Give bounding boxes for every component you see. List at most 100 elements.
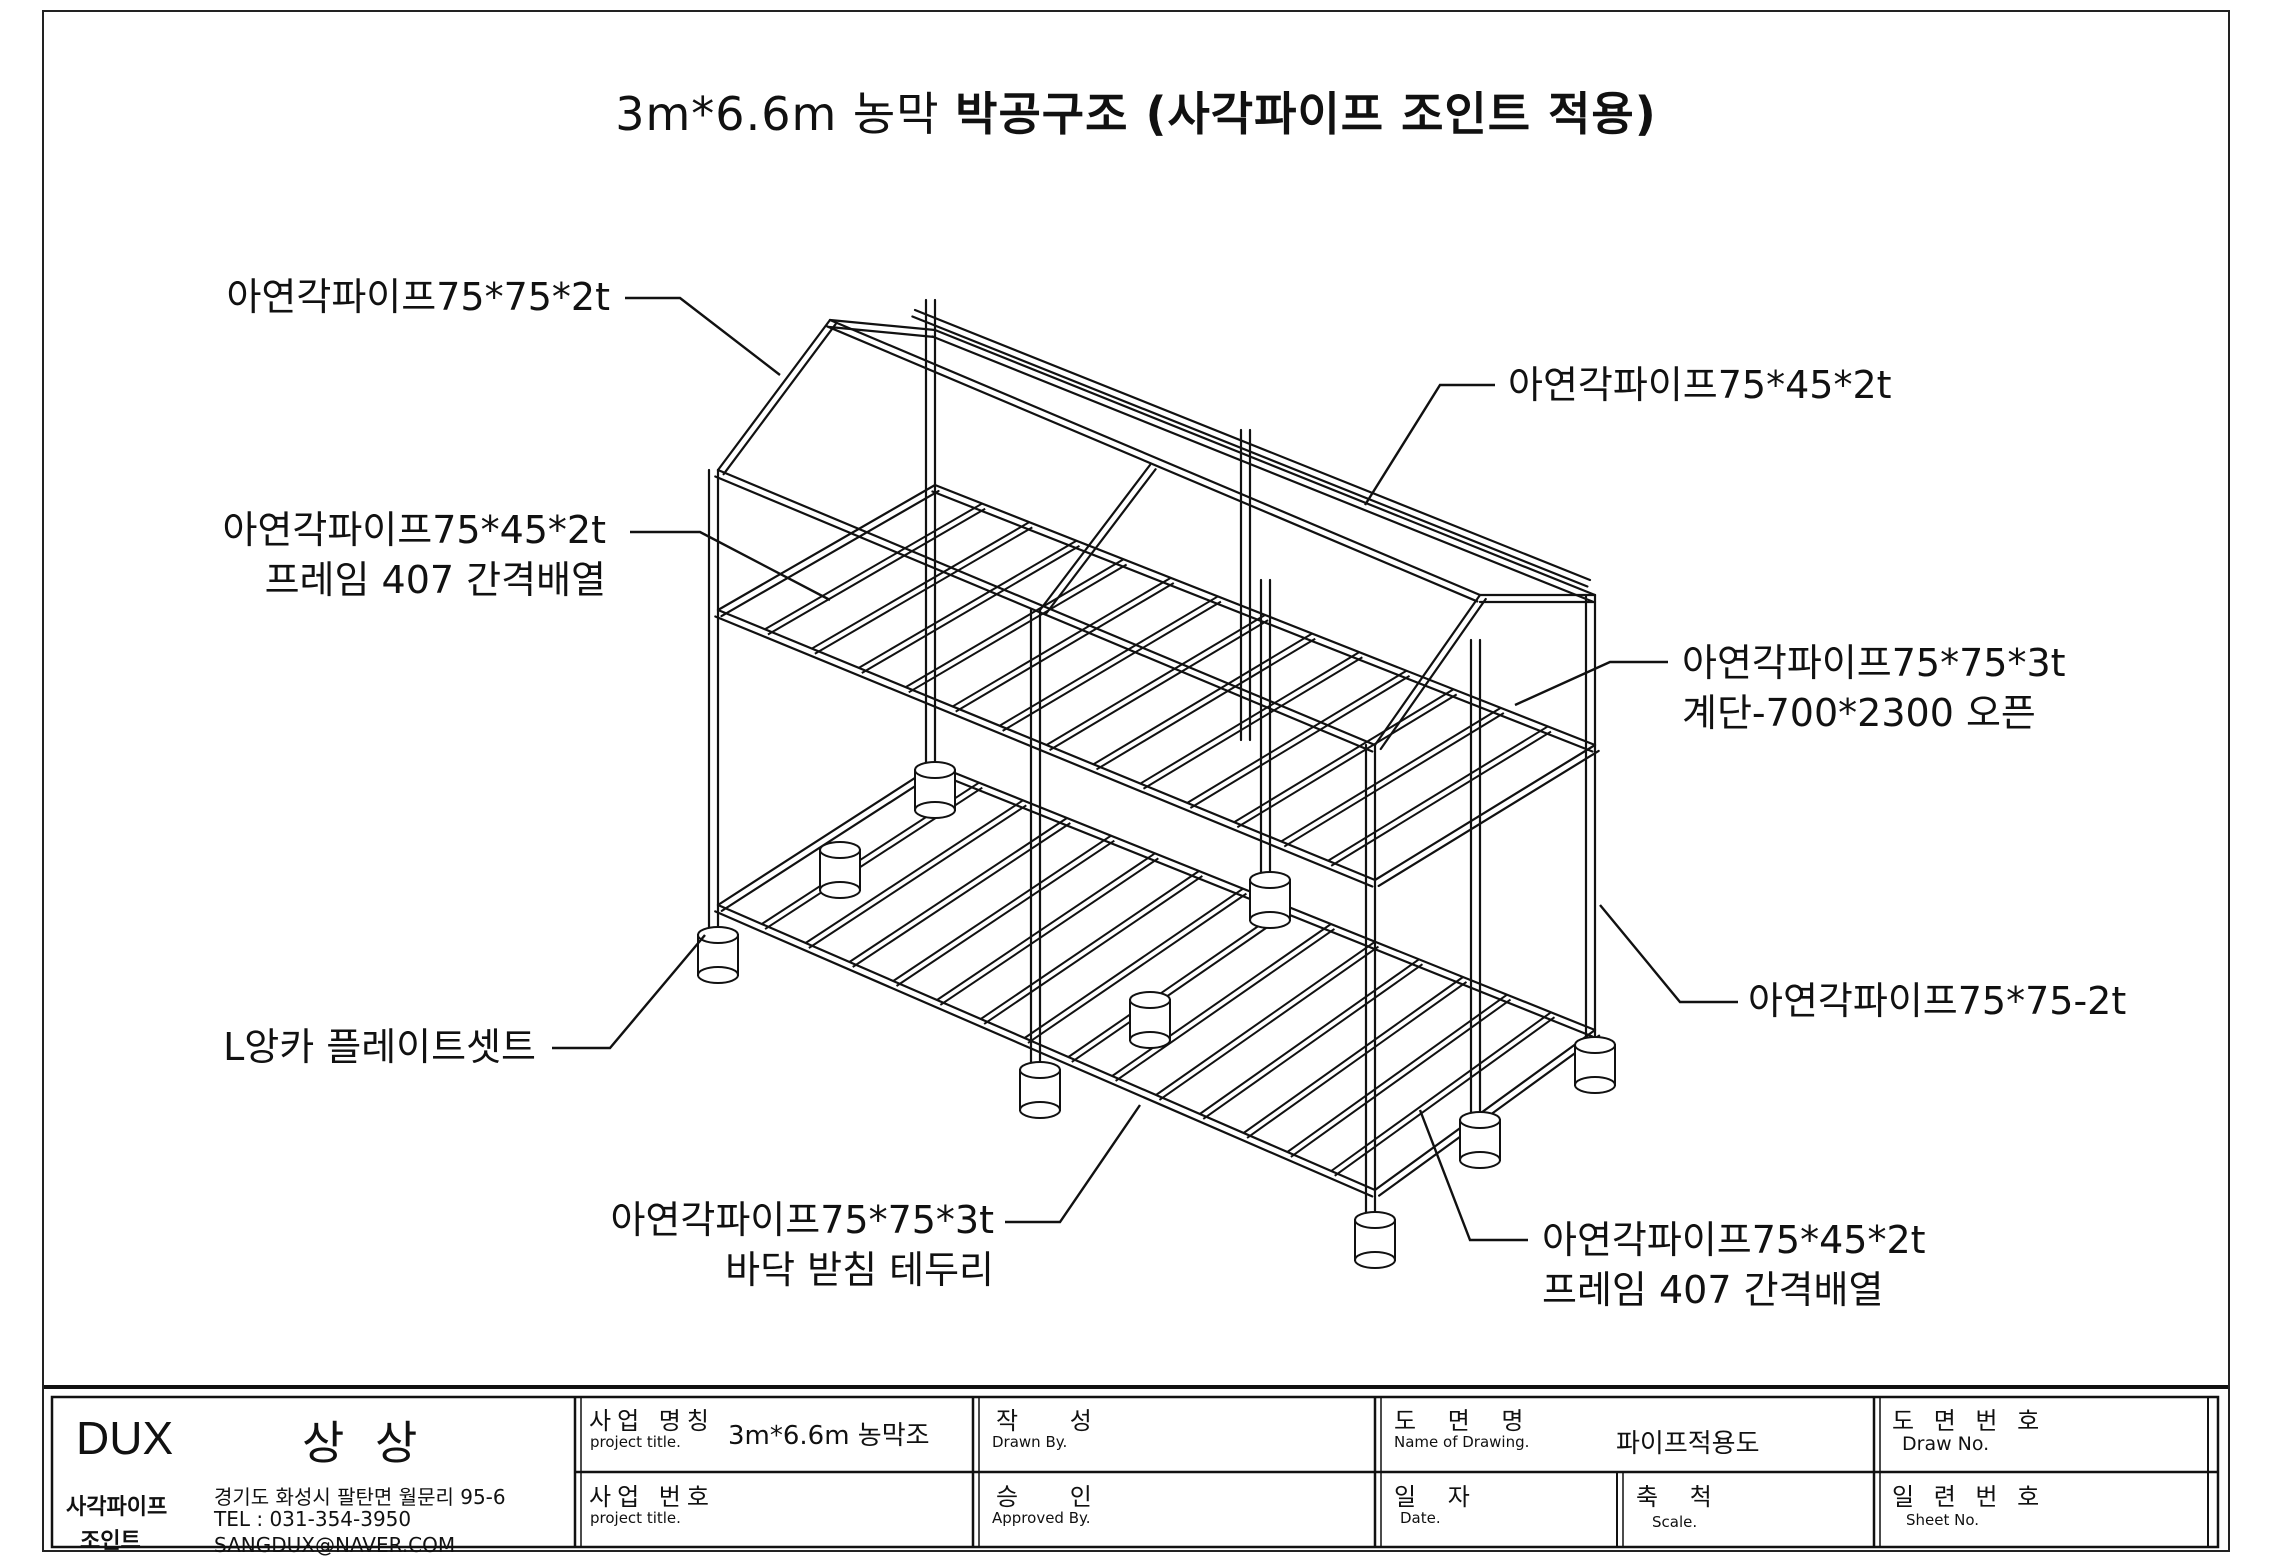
floor-joist <box>1155 940 1376 1096</box>
company-name: 상 상 <box>302 1416 426 1470</box>
loft-joist <box>1049 619 1269 752</box>
title-main: 박공구조 (사각파이프 조인트 적용) <box>955 87 1657 141</box>
ridge-back <box>913 308 1592 582</box>
floor-joist <box>1027 892 1247 1044</box>
date-label: 일 자 <box>1394 1483 1482 1511</box>
floor-joist <box>1286 993 1508 1153</box>
loft-joist <box>1095 637 1316 771</box>
date-en: Date. <box>1400 1509 1441 1527</box>
title-size-prefix: 3m*6.6m 농막 <box>615 87 940 141</box>
floor-left-beam <box>720 769 940 912</box>
title-block: DUX 상 상 사각파이프 조인트 경기도 화성시 팔탄면 월문리 95-6 T… <box>44 1385 2228 1557</box>
loft-joist <box>1142 656 1363 790</box>
floor-front-beam <box>716 903 1377 1192</box>
floor-joist <box>1024 887 1244 1039</box>
loft-joist <box>999 595 1219 727</box>
gable-left-a <box>716 318 832 472</box>
loft-joist <box>811 521 1030 650</box>
gable-left-a <box>722 323 837 476</box>
loft-left-beam <box>720 489 940 618</box>
callout-bottom-right: 아연각파이프75*45*2t 프레임 407 간격배열 <box>1542 1218 1926 1312</box>
drawn-en: Drawn By. <box>992 1433 1068 1451</box>
leader-anchor <box>552 934 706 1050</box>
floor-joists <box>761 502 1556 1177</box>
anchor-pad-bottom <box>1459 1151 1501 1169</box>
anchor-pad-top <box>1354 1211 1396 1229</box>
sheet-no-label: 일 련 번 호 <box>1892 1483 2046 1511</box>
floor-joist <box>1111 923 1332 1077</box>
company-sub1: 사각파이프 <box>66 1495 168 1520</box>
loft-joist <box>858 539 1077 669</box>
floor-joist <box>1158 945 1380 1101</box>
anchor-pad-bottom <box>1019 1101 1061 1119</box>
company-brand: DUX <box>76 1412 174 1464</box>
anchor-pad-bottom <box>819 881 861 899</box>
company-sub2: 조인트 <box>80 1529 141 1554</box>
loft-joist <box>764 502 983 631</box>
anchor-pad-bottom <box>697 966 739 984</box>
leader-top-left <box>625 296 781 376</box>
anchor-pads <box>697 761 1616 1269</box>
drawing-name-label: 도 면 명 <box>1394 1407 1536 1435</box>
floor-joist <box>808 804 1027 949</box>
floor-joist <box>1243 976 1464 1134</box>
loft-joist <box>1233 688 1455 823</box>
drawing-sheet-border <box>42 10 2230 1552</box>
loft-joist <box>1236 693 1458 829</box>
gable-right-a <box>1379 597 1487 751</box>
loft-joist <box>1186 669 1407 804</box>
floor-joist <box>980 870 1200 1020</box>
draw-no-en: Draw No. <box>1902 1433 1990 1455</box>
leader-bottom-center <box>1005 1104 1141 1224</box>
anchor-pad-top <box>914 761 956 779</box>
floor-joist <box>805 799 1024 944</box>
ridge-back <box>911 315 1589 588</box>
floor-joist <box>1290 998 1512 1158</box>
loft-joist <box>1002 600 1222 732</box>
floor-joist <box>852 822 1071 968</box>
callout-bottom-center: 아연각파이프75*75*3t 바닥 받침 테두리 <box>610 1198 994 1292</box>
leader-mid-left <box>630 530 831 602</box>
gable-left-b <box>828 318 937 332</box>
sheet-no-en: Sheet No. <box>1906 1511 1980 1529</box>
anchor-pad-top <box>1019 1061 1061 1079</box>
loft-left-beam <box>716 483 937 612</box>
approved-label: 승 인 <box>996 1483 1114 1511</box>
callout-top-right: 아연각파이프75*45*2t <box>1508 363 1892 407</box>
drawing-name-en: Name of Drawing. <box>1394 1433 1530 1451</box>
loft-joist <box>1189 674 1411 809</box>
floor-side-beam <box>1373 1028 1597 1192</box>
anchor-pad-top <box>697 926 739 944</box>
eave-back <box>931 335 1594 603</box>
drawn-label: 작 성 <box>996 1407 1114 1435</box>
leader-right-post <box>1599 904 1738 1004</box>
anchor-pad-bottom <box>1574 1076 1616 1094</box>
anchor-pad-top <box>1459 1111 1501 1129</box>
floor-joist <box>1246 981 1468 1139</box>
loft-joist <box>1283 712 1505 848</box>
eave-back <box>933 328 1597 597</box>
loft-joist <box>1139 651 1360 785</box>
project-name-value: 3m*6.6m 농막조 <box>728 1421 930 1451</box>
anchor-pad-bottom <box>914 801 956 819</box>
project-number-en: project title. <box>590 1509 681 1527</box>
ridge-front <box>828 318 1482 597</box>
gable-mid-rafter <box>1038 463 1152 612</box>
loft-side-beam <box>1377 749 1600 888</box>
title-block-grid <box>44 1385 2228 1549</box>
callout-right-post: 아연각파이프75*75-2t <box>1748 979 2127 1023</box>
anchor-pad-top <box>1249 871 1291 889</box>
loft-joist <box>908 563 1128 694</box>
callout-anchor: L앙카 플레이트셋트 <box>223 1025 536 1069</box>
anchor-pad-bottom <box>1129 1031 1171 1049</box>
floor-left-beam <box>716 763 937 907</box>
loft-joist <box>1280 707 1502 843</box>
floor-joist <box>1199 958 1420 1115</box>
project-name-en: project title. <box>590 1433 681 1451</box>
floor-joist <box>895 839 1115 987</box>
anchor-pad-top <box>1574 1036 1616 1054</box>
anchor-pad-bottom <box>1249 911 1291 929</box>
leader-bottom-right <box>1418 1109 1528 1242</box>
floor-joist <box>1334 1016 1556 1177</box>
